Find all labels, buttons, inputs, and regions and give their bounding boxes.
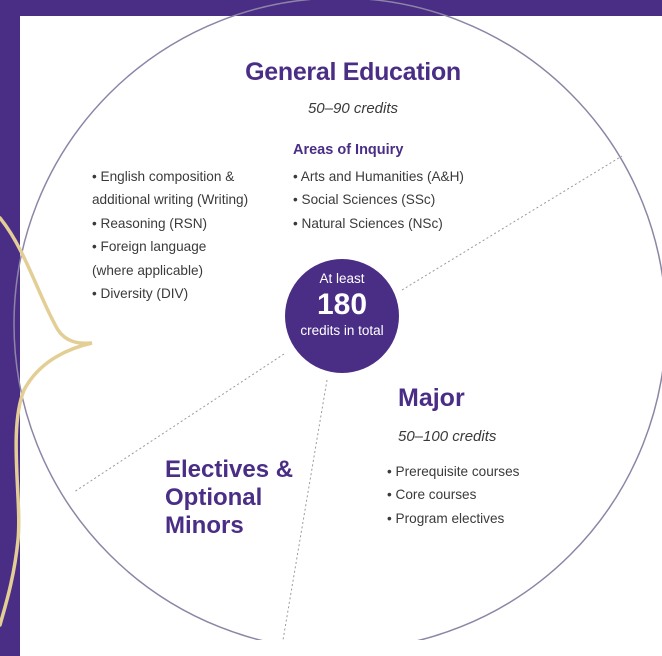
total-credits-suffix: credits in total [300,323,384,338]
outer-circle [13,0,662,640]
divider-bottom [282,379,328,640]
total-credits-label: At least 180 credits in total [282,270,402,340]
list-item: additional writing (Writing) [92,192,249,208]
total-credits-number: 180 [316,288,368,321]
list-item: • Core courses [387,487,477,503]
list-item: • Program electives [387,510,505,526]
list-item: • Arts and Humanities (A&H) [293,169,464,184]
areas-of-inquiry-heading: Areas of Inquiry [293,142,404,158]
list-item: • Foreign language [92,239,207,255]
total-credits-prefix: At least [319,271,365,286]
general-education-credits: 50–90 credits [307,100,399,117]
list-item: • Natural Sciences (NSc) [293,215,443,231]
divider-lower-left [73,353,285,493]
list-item: • Reasoning (RSN) [92,215,208,231]
list-item: • Diversity (DIV) [92,286,189,302]
list-item: • English composition & [92,169,235,184]
list-item: • Social Sciences (SSc) [293,192,436,208]
major-credits: 50–100 credits [398,428,497,445]
general-education-list: • English composition & additional writi… [92,165,248,305]
electives-title-line: Electives & [165,456,294,483]
electives-title-line: Optional [165,484,263,511]
areas-of-inquiry-list: • Arts and Humanities (A&H) • Social Sci… [293,165,464,235]
general-education-title: General Education [245,58,461,86]
list-item: (where applicable) [92,262,204,278]
electives-title-line: Minors [165,512,244,539]
center-circle [285,259,399,373]
major-list: • Prerequisite courses • Core courses • … [387,460,519,530]
major-title: Major [398,384,465,412]
electives-title: Electives & Optional Minors [165,456,325,540]
credit-requirements-diagram [0,0,662,640]
list-item: • Prerequisite courses [387,464,520,479]
decorative-curve [0,216,93,627]
